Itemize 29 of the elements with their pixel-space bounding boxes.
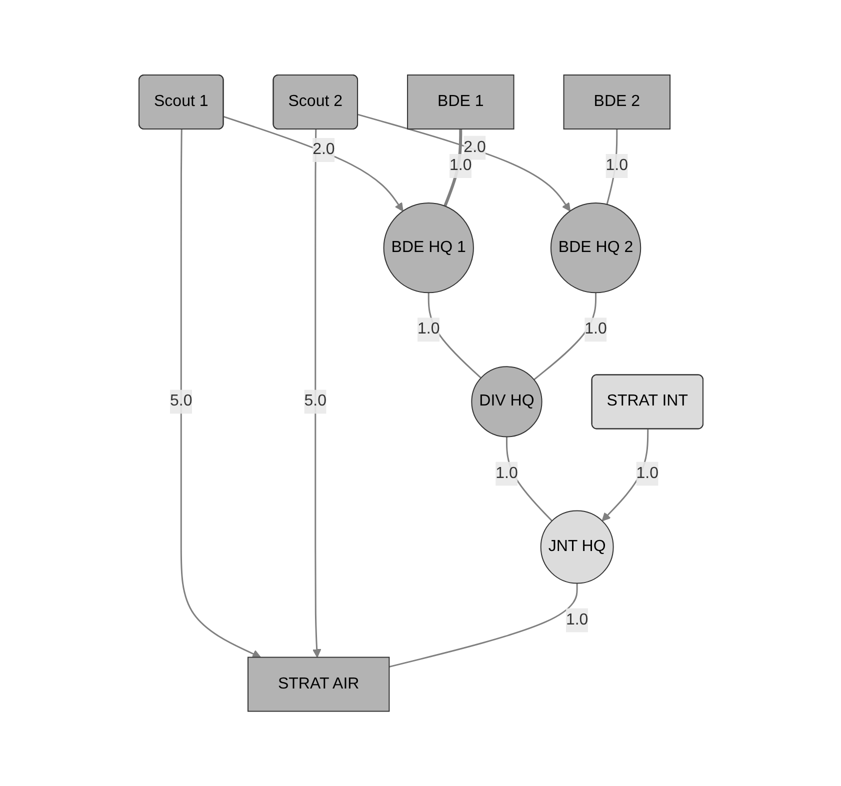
node-circle: BDE HQ 1 xyxy=(382,202,474,294)
arrow xyxy=(601,429,648,522)
edge-label: 1.0 xyxy=(584,320,606,338)
edge-label: 5.0 xyxy=(304,392,326,410)
arrow xyxy=(357,114,570,212)
node-circle: JNT HQ xyxy=(540,510,614,584)
connector xyxy=(443,128,462,206)
node-circle: DIV HQ xyxy=(470,366,542,438)
arrow xyxy=(312,129,321,658)
edge-label: 1.0 xyxy=(495,464,518,482)
edge-label: 1.0 xyxy=(449,156,472,174)
node-circle: BDE HQ 2 xyxy=(550,202,641,294)
edge-label: 1.0 xyxy=(636,464,658,482)
connector xyxy=(506,436,552,522)
node-box: BDE 1 xyxy=(406,74,514,130)
connector xyxy=(606,128,618,204)
connector xyxy=(533,292,596,380)
node-box: BDE 2 xyxy=(562,74,670,130)
connector xyxy=(388,583,578,668)
edge-label: 1.0 xyxy=(565,611,588,628)
edge-label: 1.0 xyxy=(416,320,440,338)
edge-label: 1.0 xyxy=(605,156,628,174)
edge-label: 5.0 xyxy=(170,392,192,410)
arrow xyxy=(180,129,260,658)
node-box: STRAT AIR xyxy=(247,656,390,712)
connector xyxy=(427,292,481,378)
arrow xyxy=(223,116,403,212)
edge-label: 2.0 xyxy=(312,140,334,158)
edge-label: 2.0 xyxy=(463,138,486,156)
